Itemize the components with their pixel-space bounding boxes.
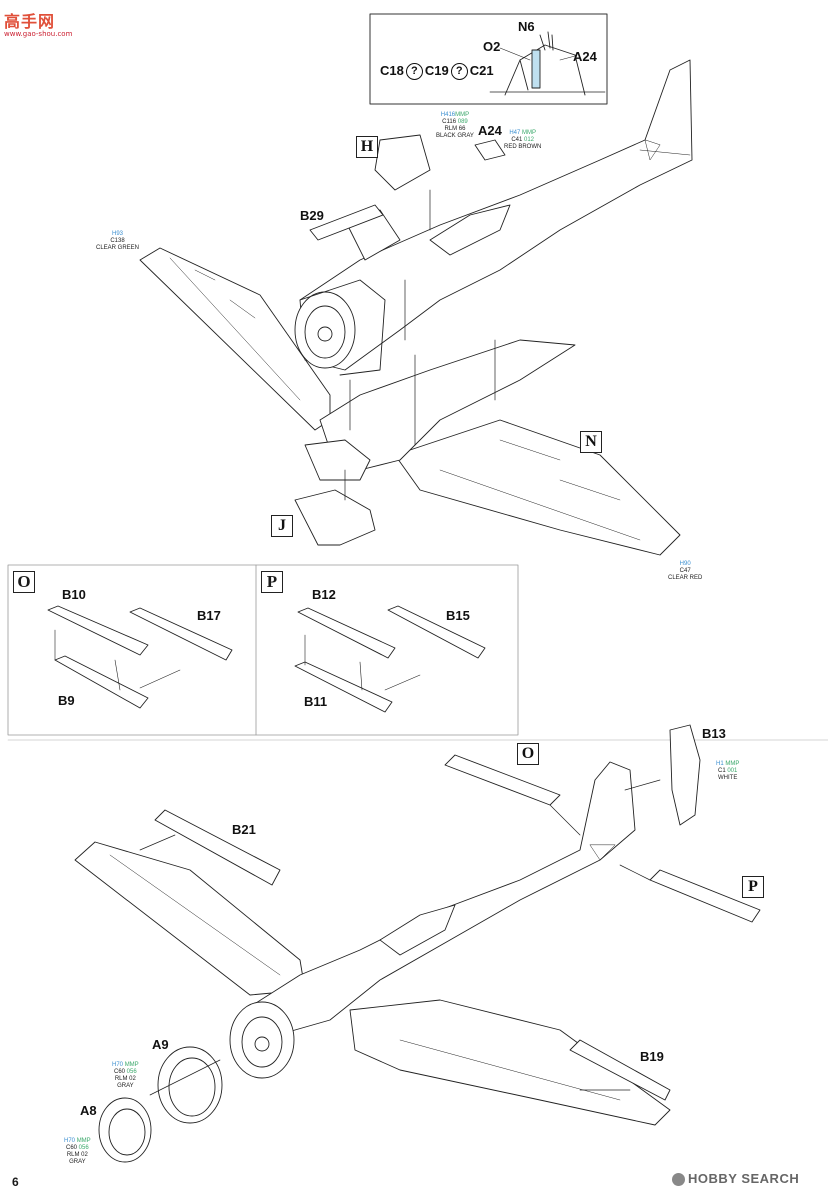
paint-code-c: C47 <box>679 568 691 574</box>
paint-name: CLEAR GREEN <box>96 245 140 251</box>
part-b19: B19 <box>640 1049 664 1064</box>
paint-code-h: H47 <box>509 130 521 136</box>
paint-mmp-num: 056 <box>126 1069 137 1075</box>
paint-code-h: H1 <box>716 761 724 767</box>
paint-name: RLM 02 <box>66 1152 88 1158</box>
paint-callout-clear-red: H90 C47 CLEAR RED <box>668 561 702 582</box>
detail-inset-frame <box>369 13 608 105</box>
paint-name-2: BLACK GRAY <box>436 133 474 139</box>
paint-code-h: H90 <box>679 561 691 567</box>
paint-name: RLM 02 <box>114 1076 136 1082</box>
paint-mmp: MMP <box>522 130 537 136</box>
hobby-search-logo-icon <box>672 1173 685 1187</box>
paint-name-2: GRAY <box>117 1083 134 1089</box>
question-icon: ? <box>405 63 423 80</box>
part-b21: B21 <box>232 822 256 837</box>
paint-code-h: H416 <box>440 112 456 118</box>
hobby-search-text: HOBBY SEARCH <box>688 1171 800 1186</box>
watermark-logo-text: 高手网 <box>4 12 56 31</box>
paint-code-h: H70 <box>112 1062 124 1068</box>
part-b9: B9 <box>58 693 75 708</box>
paint-mmp-num: 001 <box>727 768 738 774</box>
inset-label-c21: C21 <box>469 62 494 78</box>
part-b15: B15 <box>446 608 470 623</box>
paint-name: RLM 66 <box>444 126 466 132</box>
part-b29: B29 <box>300 208 324 223</box>
paint-mmp: MMP <box>725 761 740 767</box>
paint-callout-black-gray: H416MMP C116 089 RLM 66 BLACK GRAY <box>436 112 474 140</box>
part-b13: B13 <box>702 726 726 741</box>
inset-label-o2: O2 <box>483 39 501 54</box>
subassembly-letter-p: P <box>261 571 283 593</box>
paint-name: WHITE <box>718 775 738 781</box>
paint-callout-clear-green: H93 C138 CLEAR GREEN <box>96 231 139 252</box>
hobby-search-watermark: HOBBY SEARCH <box>672 1171 800 1187</box>
step-letter-j: J <box>271 515 293 537</box>
question-icon: ? <box>450 63 468 80</box>
paint-name: CLEAR RED <box>668 575 703 581</box>
paint-code-c: C1 <box>717 768 726 774</box>
inset-label-n6: N6 <box>518 19 535 34</box>
inset-label-a24: A24 <box>573 49 597 64</box>
paint-callout-rlm02-a8: H70 MMP C60 056 RLM 02 GRAY <box>64 1138 91 1166</box>
paint-code-h: H93 <box>112 231 124 237</box>
step-letter-p: P <box>742 876 764 898</box>
paint-mmp: MMP <box>124 1062 139 1068</box>
paint-code-h: H70 <box>64 1138 76 1144</box>
paint-callout-rlm02-a9: H70 MMP C60 056 RLM 02 GRAY <box>112 1062 139 1090</box>
paint-code-c: C60 <box>65 1145 77 1151</box>
paint-name: RED BROWN <box>504 144 542 150</box>
step-letter-n: N <box>580 431 602 453</box>
part-b17: B17 <box>197 608 221 623</box>
part-a24: A24 <box>478 123 502 138</box>
paint-code-c: C41 <box>511 137 523 143</box>
page-number: 6 <box>12 1175 19 1189</box>
inset-label-c18: C18 <box>380 62 404 78</box>
part-b11: B11 <box>304 694 328 709</box>
paint-mmp-num: 089 <box>457 119 468 125</box>
paint-code-c: C116 <box>442 119 457 125</box>
part-b10: B10 <box>62 587 86 602</box>
step-letter-o: O <box>517 743 539 765</box>
part-a8: A8 <box>80 1103 97 1118</box>
paint-mmp-num: 056 <box>78 1145 89 1151</box>
inset-alternatives: C18?C19?C21 <box>380 63 494 80</box>
paint-code-c: C138 <box>110 238 125 244</box>
watermark-logo: 高手网 www.gao-shou.com <box>4 8 72 38</box>
paint-callout-red-brown: H47 MMP C41 012 RED BROWN <box>504 130 541 151</box>
paint-name-2: GRAY <box>69 1159 86 1165</box>
step-letter-h: H <box>356 136 378 158</box>
part-b12: B12 <box>312 587 336 602</box>
watermark-url: www.gao-shou.com <box>4 30 73 38</box>
paint-mmp-num: 012 <box>524 137 535 143</box>
part-a9: A9 <box>152 1037 169 1052</box>
inset-label-c19: C19 <box>424 62 449 78</box>
paint-callout-white: H1 MMP C1 001 WHITE <box>716 761 739 782</box>
paint-code-c: C60 <box>113 1069 125 1075</box>
paint-mmp: MMP <box>455 112 470 118</box>
paint-mmp: MMP <box>76 1138 91 1144</box>
subassembly-letter-o: O <box>13 571 35 593</box>
